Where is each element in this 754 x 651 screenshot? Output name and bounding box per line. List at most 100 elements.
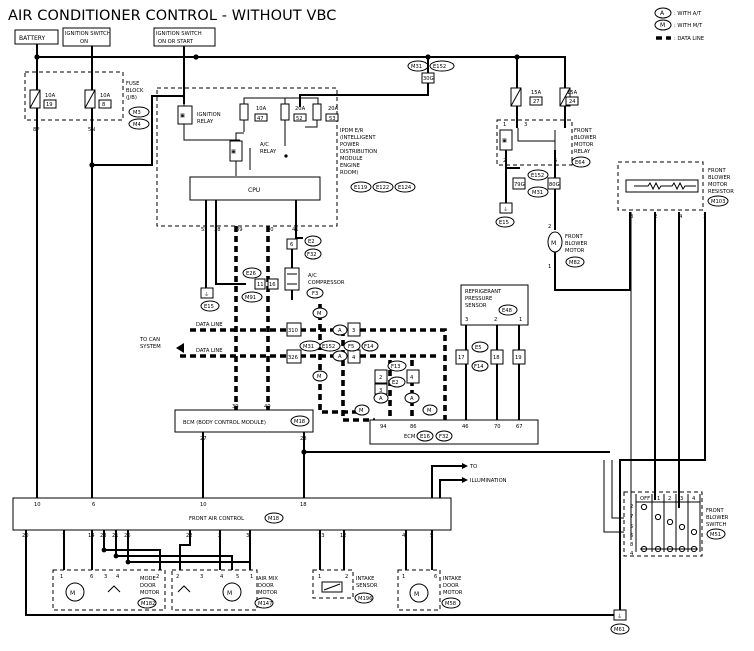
svg-text:E16: E16: [420, 434, 430, 440]
svg-text:CPU: CPU: [248, 187, 260, 194]
svg-text:1: 1: [657, 496, 660, 502]
svg-text:MOTOR: MOTOR: [258, 590, 278, 596]
svg-text:ROOM): ROOM): [340, 170, 358, 176]
svg-text:M61: M61: [614, 627, 625, 633]
svg-text:10A: 10A: [100, 93, 111, 99]
svg-text:M4: M4: [133, 122, 141, 128]
svg-text:18: 18: [300, 502, 307, 508]
svg-text:8: 8: [630, 542, 633, 548]
svg-text:E124: E124: [398, 185, 412, 191]
svg-text:16: 16: [269, 282, 276, 288]
svg-text:⏚: ⏚: [204, 291, 209, 298]
battery-label: BATTERY: [19, 35, 46, 42]
svg-text:4: 4: [692, 496, 696, 502]
ground-wire: [25, 530, 620, 616]
svg-text:POWER: POWER: [340, 142, 360, 148]
svg-text:70: 70: [494, 424, 501, 430]
svg-text:15A: 15A: [531, 90, 542, 96]
svg-text:46: 46: [462, 424, 469, 430]
svg-text:IGNITION: IGNITION: [197, 112, 221, 118]
svg-text:E152: E152: [322, 344, 335, 350]
svg-text:10: 10: [34, 502, 41, 508]
svg-text:E48: E48: [502, 308, 512, 314]
svg-text:3: 3: [104, 574, 107, 580]
svg-text:M58: M58: [445, 601, 456, 607]
svg-text:AIR MIX: AIR MIX: [258, 576, 278, 582]
svg-text:3: 3: [379, 388, 382, 394]
svg-text:3: 3: [630, 214, 633, 220]
svg-text:F13: F13: [391, 364, 401, 370]
svg-text:52: 52: [296, 116, 303, 122]
svg-text:79G: 79G: [514, 182, 525, 188]
fac-bottom-pins: 20 1 14 23 21 26 22 2 3 13 12 4 5: [22, 533, 433, 539]
svg-text:(INTELLIGENT: (INTELLIGENT: [340, 135, 376, 141]
svg-text:6: 6: [434, 574, 437, 580]
ipdm-fuse-53: [312, 103, 322, 121]
svg-text:11: 11: [257, 282, 264, 288]
ign-on-label-1: IGNITION SWITCH: [65, 31, 111, 37]
ac-compressor: [284, 267, 300, 291]
svg-text:40: 40: [264, 404, 271, 410]
svg-text:6: 6: [92, 502, 95, 508]
svg-text:4: 4: [402, 533, 406, 539]
svg-text:M: M: [359, 408, 363, 414]
svg-text:FRONT: FRONT: [574, 128, 593, 134]
svg-text:1: 1: [548, 264, 551, 270]
svg-text:47: 47: [257, 116, 264, 122]
svg-text:M: M: [70, 590, 75, 597]
svg-text:310: 310: [288, 328, 298, 334]
svg-text:SENSOR: SENSOR: [356, 583, 378, 589]
svg-text:▣: ▣: [180, 113, 185, 119]
svg-text:BCM (BODY CONTROL MODULE): BCM (BODY CONTROL MODULE): [183, 420, 266, 426]
svg-text:BLOWER: BLOWER: [708, 175, 731, 181]
svg-text:2: 2: [494, 317, 497, 323]
svg-text:SWITCH: SWITCH: [706, 522, 726, 528]
svg-text:F14: F14: [364, 344, 374, 350]
svg-text:19: 19: [46, 102, 53, 108]
svg-text:SYSTEM: SYSTEM: [140, 344, 161, 350]
svg-text:MODULE: MODULE: [340, 156, 363, 162]
svg-text:2: 2: [548, 224, 551, 230]
svg-text:3: 3: [680, 496, 683, 502]
svg-text:E152: E152: [433, 64, 446, 70]
svg-text:4: 4: [679, 214, 683, 220]
svg-text:⏚: ⏚: [503, 206, 508, 213]
svg-text:RELAY: RELAY: [260, 149, 277, 155]
ground-e15-relay: [499, 202, 513, 214]
refrigerant-pressure-sensor: [460, 284, 529, 326]
svg-text:4: 4: [220, 574, 224, 580]
svg-text:F5: F5: [348, 344, 354, 350]
ipdm-fuse-52: [280, 103, 290, 121]
svg-text:A: A: [410, 396, 414, 402]
svg-text:M103: M103: [711, 199, 725, 205]
ign-on-label-2: ON: [80, 39, 88, 45]
svg-text:10A: 10A: [256, 106, 267, 112]
data-line-label-1: DATA LINE: [196, 322, 223, 328]
svg-text:1: 1: [402, 574, 405, 580]
svg-text:1: 1: [60, 574, 63, 580]
svg-text:18: 18: [493, 355, 500, 361]
svg-text:PRESSURE: PRESSURE: [465, 296, 492, 302]
bcm-module: [174, 409, 314, 433]
svg-text:6: 6: [630, 533, 633, 539]
legend-dl-text: : DATA LINE: [674, 36, 704, 42]
svg-text:2: 2: [379, 375, 382, 381]
svg-text:M: M: [317, 311, 321, 317]
svg-text:2: 2: [345, 574, 348, 580]
svg-text:BLOWER: BLOWER: [565, 241, 588, 247]
diagram-title: AIR CONDITIONER CONTROL - WITHOUT VBC: [8, 8, 337, 24]
svg-text:E64: E64: [575, 160, 586, 166]
svg-text:MOTOR: MOTOR: [574, 142, 594, 148]
legend-m-text: : WITH M/T: [674, 23, 703, 29]
svg-text:E119: E119: [354, 185, 367, 191]
svg-text:1: 1: [318, 574, 321, 580]
svg-text:RELAY: RELAY: [197, 119, 214, 125]
mode-door-motor: [52, 569, 166, 611]
svg-text:M: M: [427, 408, 431, 414]
svg-text:E2: E2: [392, 380, 399, 386]
svg-text:3: 3: [352, 328, 355, 334]
svg-text:A: A: [338, 328, 342, 334]
svg-text:F32: F32: [439, 434, 449, 440]
svg-text:SENSOR: SENSOR: [465, 303, 487, 309]
